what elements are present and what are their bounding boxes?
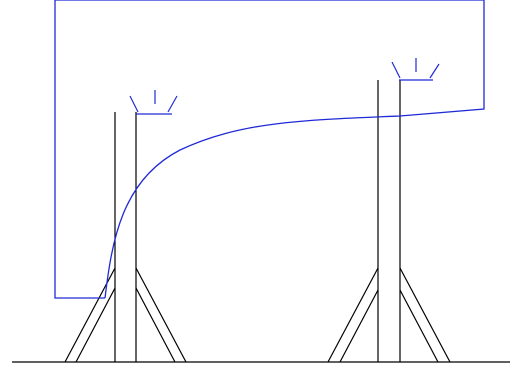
left-tower [64, 112, 187, 363]
left-lamp-icon [129, 90, 178, 115]
left-tower-leg-inner-right [135, 287, 176, 363]
right-tower-leg-inner-right [399, 289, 439, 363]
left-tower-leg-inner-left [75, 287, 116, 363]
blue-cable-loop [54, 0, 485, 299]
right-tower [327, 80, 451, 363]
right-lamp-icon [391, 58, 440, 81]
right-tower-leg-outer-left [327, 267, 379, 363]
right-tower-leg-inner-left [339, 289, 379, 363]
blue-curve-cable [104, 115, 401, 299]
left-tower-leg-outer-right [135, 267, 187, 363]
right-tower-leg-outer-right [399, 267, 451, 363]
